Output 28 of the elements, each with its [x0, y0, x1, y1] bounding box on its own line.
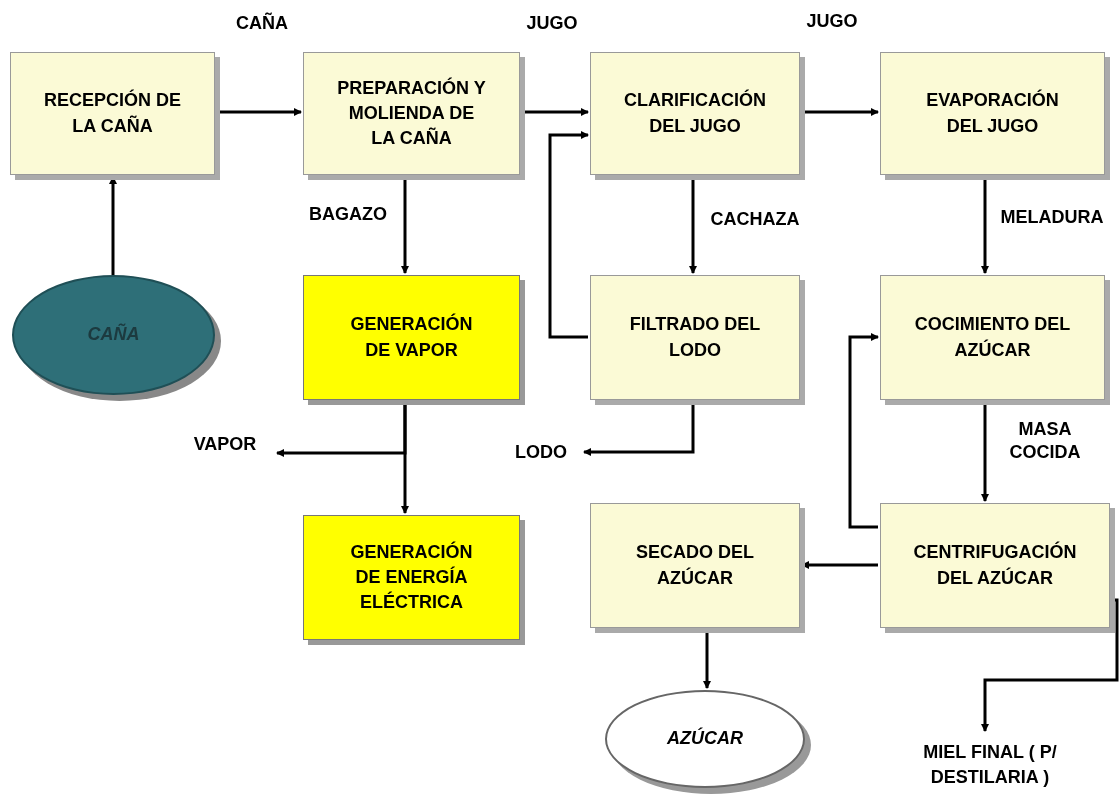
- node-text: GENERACIÓN DE VAPOR: [349, 312, 474, 362]
- arrow: [217, 108, 302, 116]
- arrow: [689, 177, 697, 274]
- node-text: VAPOR: [193, 433, 257, 457]
- node-text: MIEL FINAL ( P/ DESTILARIA ): [922, 740, 1058, 789]
- arrow: [981, 598, 1119, 732]
- arrow: [848, 333, 879, 529]
- node-text: CENTRIFUGACIÓN DEL AZÚCAR: [913, 540, 1077, 590]
- node-text: FILTRADO DEL LODO: [628, 313, 762, 362]
- node-text: PREPARACIÓN Y MOLIENDA DE LA CAÑA: [336, 76, 487, 151]
- node-text: EVAPORACIÓN DEL JUGO: [925, 88, 1060, 138]
- node-text: AZÚCAR: [667, 726, 743, 751]
- arrow: [401, 402, 409, 514]
- node-text: CLARIFICACIÓN DEL JUGO: [623, 88, 767, 138]
- node-text: SECADO DEL AZÚCAR: [635, 541, 755, 590]
- arrow: [802, 108, 879, 116]
- node-text: RECEPCIÓN DE LA CAÑA: [43, 88, 182, 138]
- node-text: COCIMIENTO DEL AZÚCAR: [913, 313, 1072, 362]
- arrow: [548, 131, 589, 339]
- arrow: [522, 108, 589, 116]
- node-text: CAÑA: [87, 322, 140, 347]
- node-text: LODO: [515, 441, 567, 465]
- arrow: [583, 402, 695, 456]
- arrow: [401, 177, 409, 274]
- arrow: [981, 177, 989, 274]
- arrow: [703, 630, 711, 689]
- arrow: [981, 402, 989, 502]
- node-text: GENERACIÓN DE ENERGÍA ELÉCTRICA: [349, 540, 474, 615]
